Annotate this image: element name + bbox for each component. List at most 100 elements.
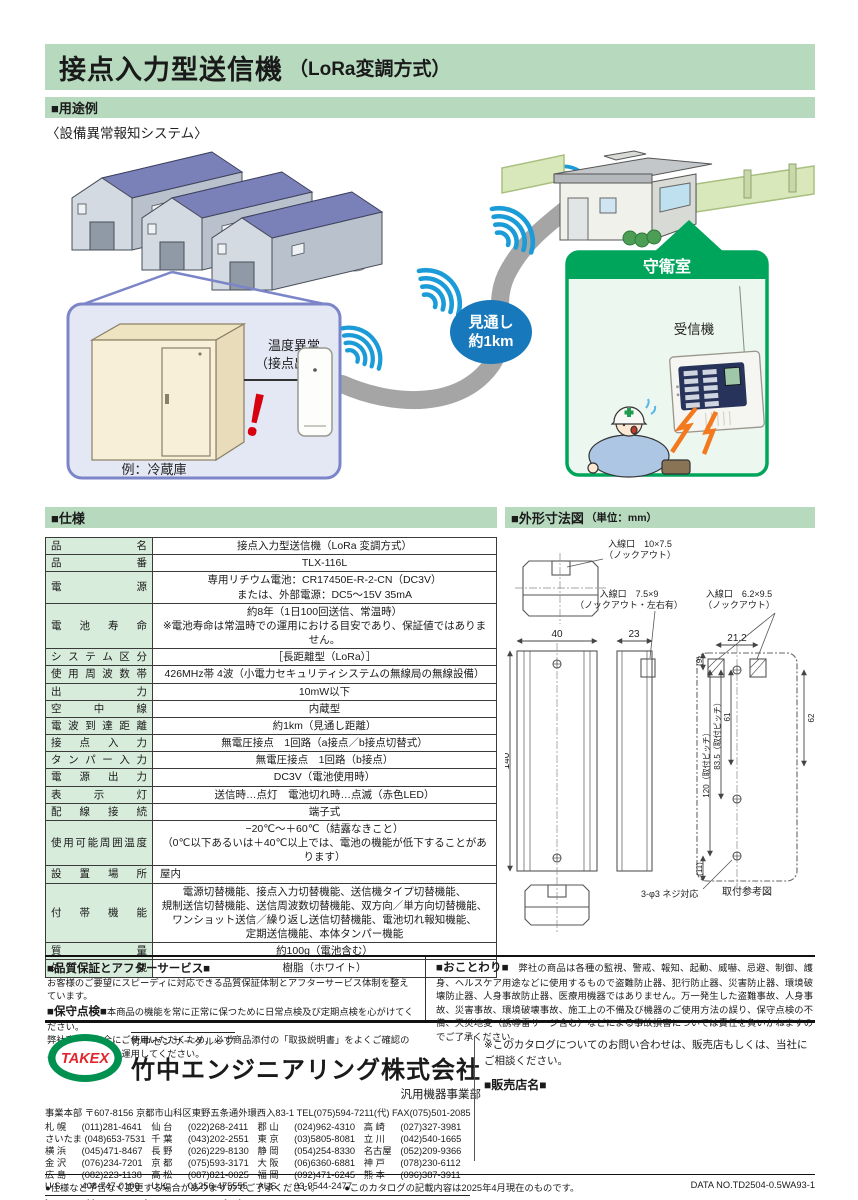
contact-block: ※このカタログについてのお問い合わせは、販売店もしくは、当社にご相談ください。 … [484,1038,814,1093]
spec-label: 外 観 [45,959,153,978]
spec-label: シ ス テ ム 区 分 [45,648,153,667]
spec-value: 10mW以下 [152,682,497,701]
dimension-section-label: ■外形寸法図 [511,511,584,526]
spec-label: 品 名 [45,536,153,556]
inlet-side-label: 入線口 7.5×9 [600,588,659,599]
office-city: 東 京 [257,1133,279,1144]
office-tel: (048)653-7531 [84,1133,146,1144]
guard-room-label: 守衛室 [643,257,691,276]
spec-value: DC3V（電池使用時） [152,768,497,787]
inlet-back-label: 入線口 6.2×9.5 [706,588,772,599]
dim-9: (9) [695,656,704,666]
system-label: 〈設備異常報知システム〉 [46,125,208,141]
office-city: 金 沢 [45,1157,67,1168]
spec-row: 設 置 場 所 屋内 [45,865,497,884]
distance-line2: 約1km [468,332,513,350]
spec-label: 使用可能周囲温度 [45,819,153,867]
disclaimer-column: ■おことわり■ 弊社の商品は各種の監視、警戒、報知、起動、威嚇、忌避、制御、護身… [425,957,815,1042]
spec-row: 電 源 出 力 DC3V（電池使用時） [45,768,497,787]
inlet-top-label2: （ノックアウト） [604,550,676,560]
company-division: 汎用機器事業部 [400,1089,482,1101]
spec-label: 使 用 周 波 数 帯 [45,665,153,684]
dim-62: 62 [807,713,816,722]
zoom-line-right [171,270,335,308]
spec-row: 外 観 樹脂（ホワイト） [45,959,497,978]
spec-value: 内蔵型 [152,699,497,718]
office-tel: (027)327-3981 [400,1122,462,1132]
footer-rule [45,1174,815,1175]
quality-title: ■品質保証とアフターサービス■ [47,963,211,975]
dimension-unit-label: （単位：mm） [585,512,658,524]
office-item: 立 川 (042)540-1665 [364,1134,470,1146]
spec-value: 端子式 [152,802,497,821]
spec-row: 表 示 灯 送信時…点灯 電池切れ時…点滅（赤色LED） [45,785,497,804]
company-name: 竹中エンジニアリング株式会社 [131,1057,481,1084]
spec-value: 無電圧接点 1回路（b接点） [152,751,497,770]
company-group-label: 竹中センサーグループ [131,1032,236,1048]
spec-row: 品 名 接点入力型送信機（LoRa 変調方式） [45,536,497,556]
spec-label: 出 力 [45,682,153,701]
spec-table: 品 名 接点入力型送信機（LoRa 変調方式） 品 番 TLX-116L 電 源… [45,536,497,978]
office-city: 札 幌 [45,1122,67,1132]
spec-label: 接 点 入 力 [45,734,153,753]
spec-value: 電源切替機能、接点入力切替機能、送信機タイプ切替機能、 規制送信切替機能、送信周… [152,882,497,944]
company-contact-divider [474,1036,475,1161]
office-item: AUS. 03-9544-2477 [258,1181,364,1193]
spec-label: 品 番 [45,554,153,573]
office-city: 神 戸 [363,1157,385,1168]
company-hq-address: 事業本部 〒607-8156 京都市山科区東野五条通外環西入83-1 TEL(0… [45,1108,471,1118]
spec-label: 配 線 接 続 [45,802,153,821]
fineprint-section: ■品質保証とアフターサービス■ お客様のご要望にスピーディに対応できる品質保証体… [45,955,815,1059]
office-city: 静 岡 [257,1145,279,1156]
spec-label: タ ン パ ー 入 力 [45,751,153,770]
mounting-caption: 取付参考図 [722,885,772,898]
spec-value: 屋内 [152,865,497,884]
spec-value: 426MHz帯 4波（小電力セキュリティシステムの無線局の無線設備） [152,665,497,684]
office-city: さいたま [45,1133,82,1144]
spec-row: 品 番 TLX-116L [45,554,497,573]
spec-section-header: ■仕様 [45,507,497,528]
office-item: 京 都 (075)593-3171 [151,1158,257,1170]
usage-illustration: 〈設備異常報知システム〉 例：冷蔵庫 温 [46,125,815,480]
spec-value: 約8年（1日100回送信、常温時） ※電池寿命は常温時での運用における目安であり… [152,602,497,650]
spec-label: 電 波 到 達 距 離 [45,716,153,736]
disclaimer-title: ■おことわり■ [436,962,509,974]
office-item: 神 戸 (078)230-6112 [364,1158,470,1170]
spec-section-label: ■仕様 [51,511,85,526]
disclaimer-text: ■おことわり■ 弊社の商品は各種の監視、警戒、報知、起動、威嚇、忌避、制御、護身… [436,960,813,1044]
quality-column: ■品質保証とアフターサービス■ お客様のご要望にスピーディに対応できる品質保証体… [45,957,421,1059]
spec-label: 電 源 出 力 [45,768,153,787]
office-tel: (045)471-8467 [81,1145,143,1156]
office-city: 名古屋 [363,1145,392,1156]
office-tel: (06)6360-6881 [294,1157,356,1168]
spec-row: 付 帯 機 能 電源切替機能、接点入力切替機能、送信機タイプ切替機能、 規制送信… [45,882,497,944]
spec-row: 使用可能周囲温度 −20℃～＋60℃（結露なきこと） （0℃以下あるいは＋40℃… [45,819,497,867]
office-city: 大 阪 [257,1157,279,1168]
office-tel: (022)268-2411 [187,1122,249,1132]
office-tel: (024)962-4310 [294,1122,356,1132]
office-tel: (043)202-2551 [187,1133,249,1144]
page-title-bar: 接点入力型送信機 （LoRa変調方式） [45,44,815,90]
office-item: 金 沢 (076)234-7201 [45,1158,151,1170]
spec-value: 接点入力型送信機（LoRa 変調方式） [152,536,497,556]
office-item: さいたま (048)653-7531 [45,1134,151,1146]
spec-row: 使 用 周 波 数 帯 426MHz帯 4波（小電力セキュリティシステムの無線局… [45,665,497,684]
dim-120-pitch: 120（取付ピッチ） [701,728,711,797]
screw-note: 3-φ3 ネジ対応 [641,888,698,899]
company-header: TAKEX 竹中センサーグループ 竹中エンジニアリング株式会社 汎用機器事業部 [45,1032,481,1102]
maintenance-title: ■保守点検■ [47,1005,107,1018]
footer-docno: DATA NO.TD2504-0.5WA93-1 [690,1180,815,1190]
fridge-caption: 例：冷蔵庫 [121,462,186,477]
office-city: 仙 台 [151,1122,173,1132]
office-tel: 408-747-0100 [81,1181,140,1192]
office-item: 高 崎 (027)327-3981 [364,1122,470,1134]
office-item: 大 阪 (06)6360-6881 [258,1158,364,1170]
dim-pitch-21-2: 21.2 [727,633,747,644]
spec-value: 送信時…点灯 電池切れ時…点滅（赤色LED） [152,785,497,804]
receiver-label: 受信機 [674,322,715,337]
dimension-section-header: ■外形寸法図 （単位：mm） [505,507,815,528]
inlet-top-label: 入線口 10×7.5 [608,538,672,549]
office-city: 京 都 [151,1157,173,1168]
office-item: 横 浜 (045)471-8467 [45,1146,151,1158]
office-city: 郡 山 [257,1122,279,1132]
